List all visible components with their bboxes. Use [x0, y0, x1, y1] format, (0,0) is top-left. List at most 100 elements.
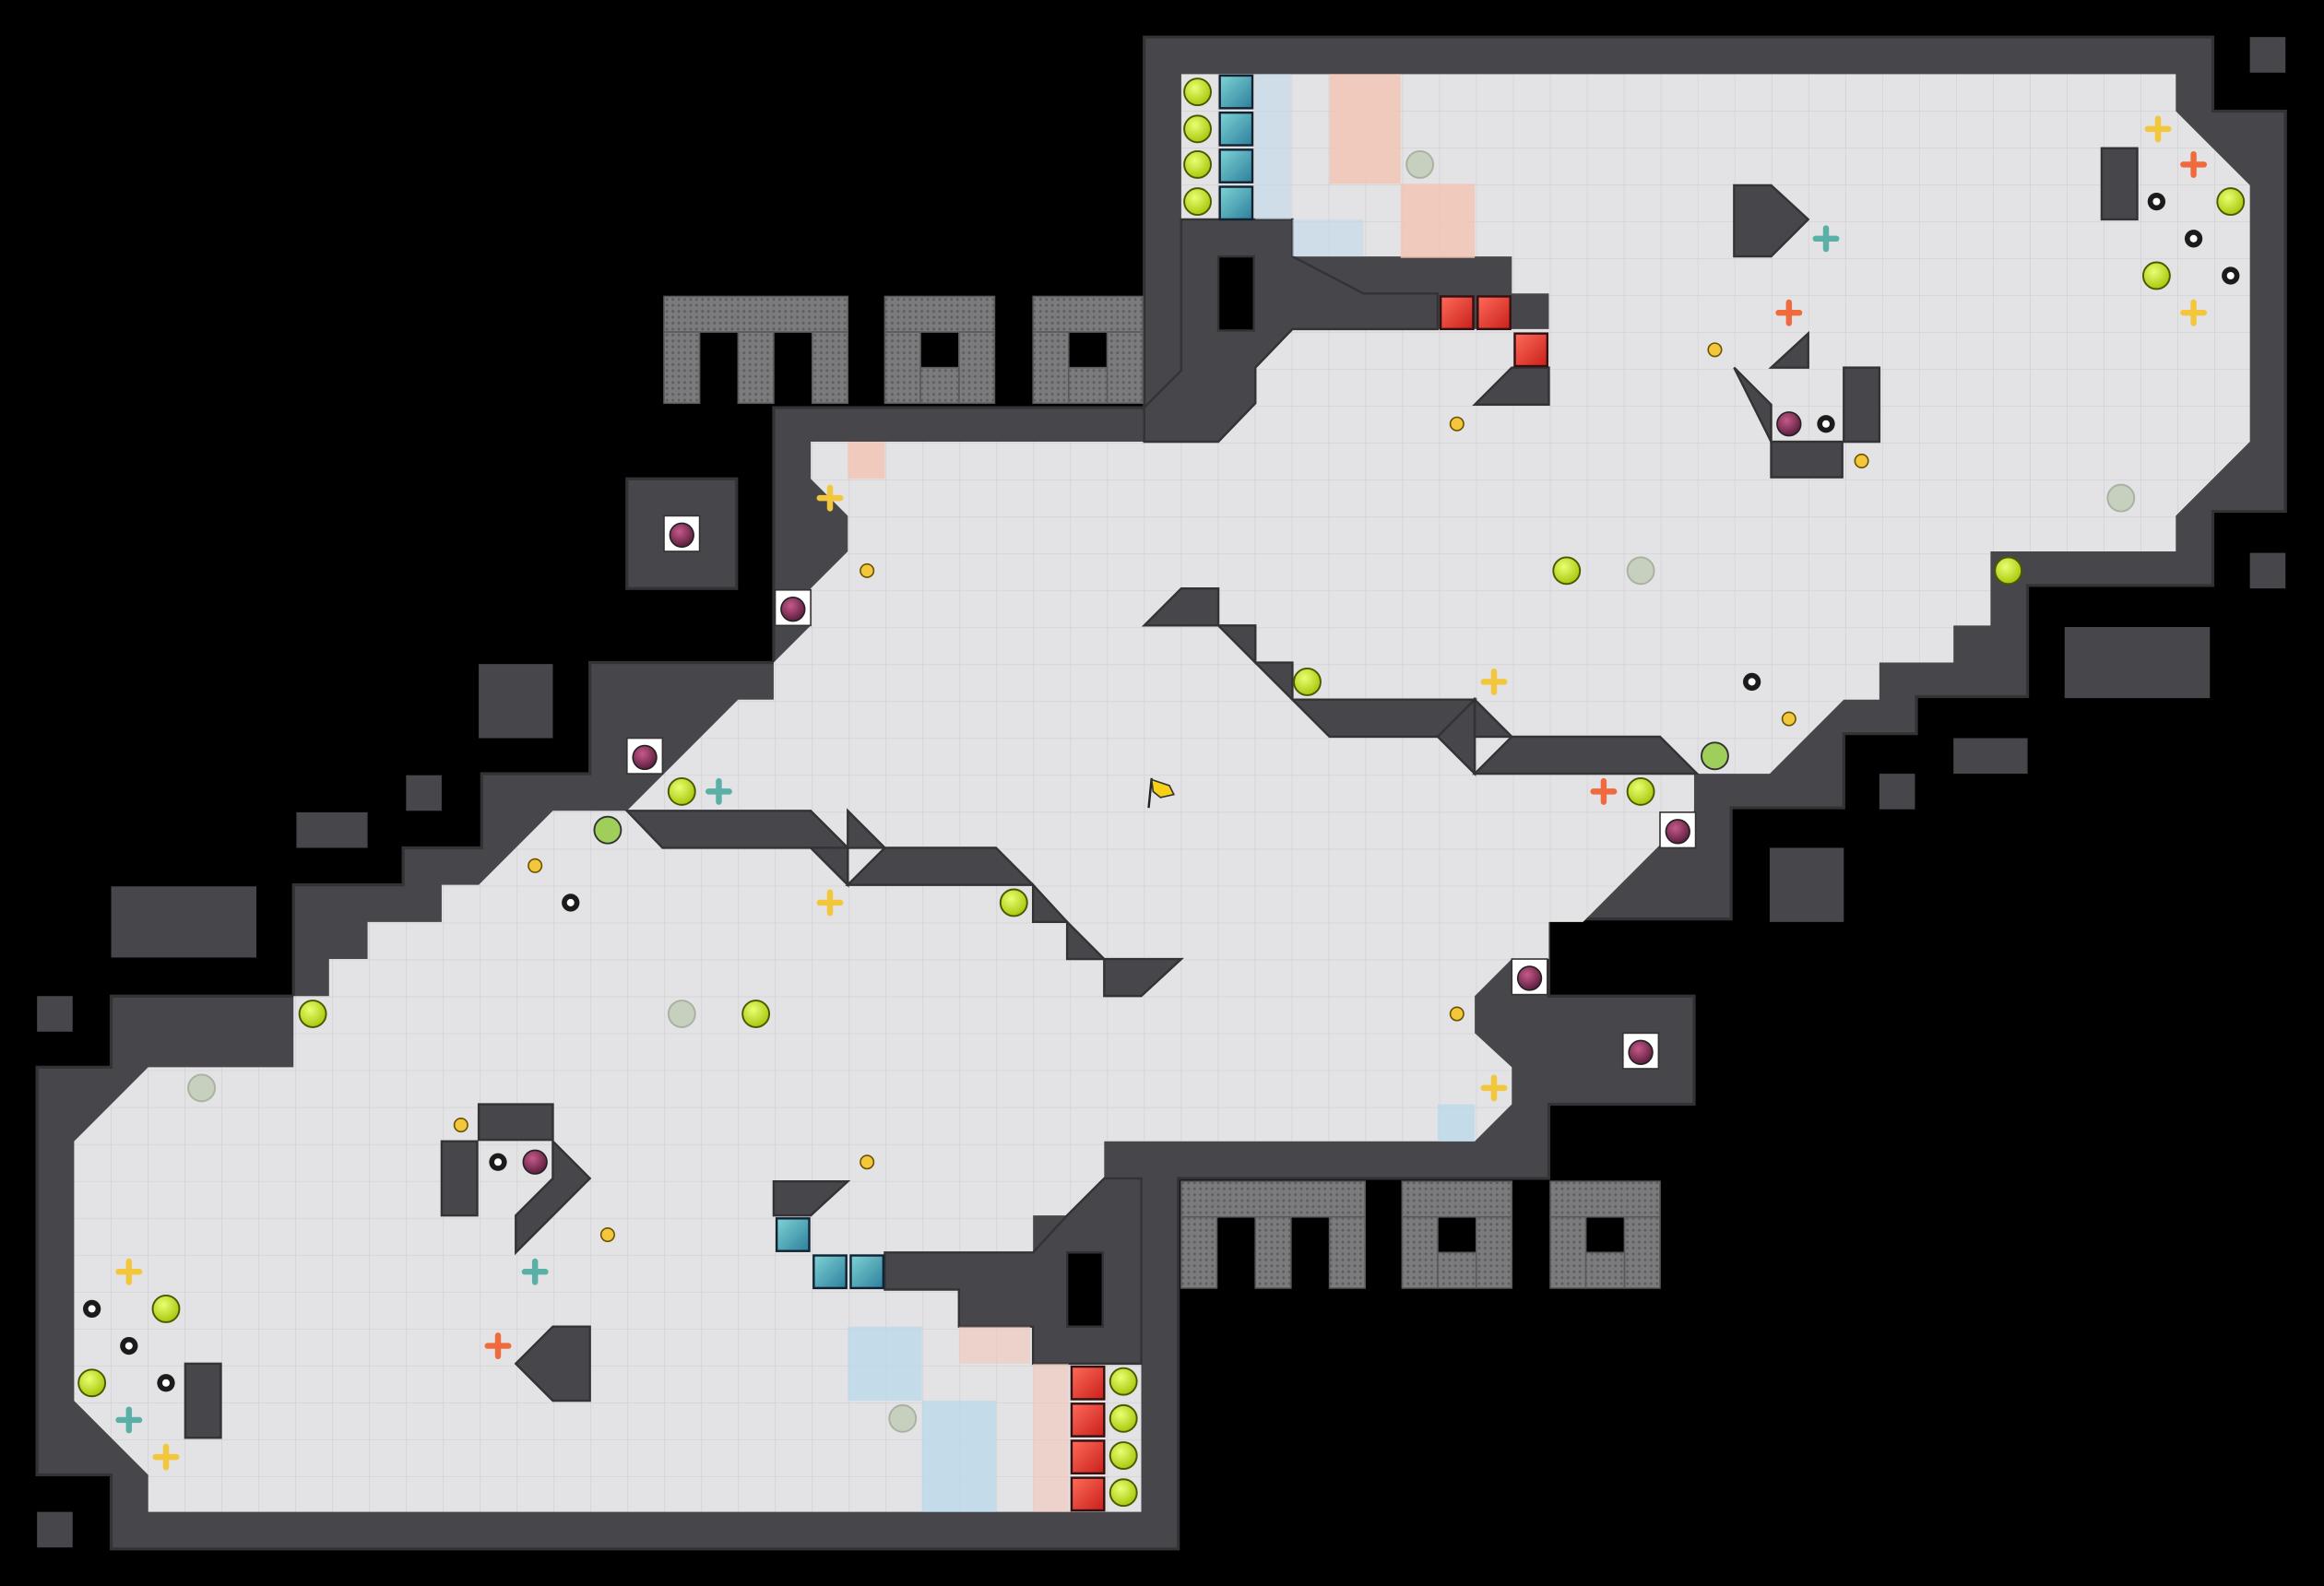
team-boost-pads: [593, 741, 1729, 845]
diag-wall: [623, 810, 851, 849]
diag-wall: [847, 808, 888, 849]
team-boost-pad-icon: [593, 815, 622, 845]
wall-block: [296, 811, 368, 848]
button-icon: [1449, 416, 1464, 432]
pillar-wall: [2100, 147, 2139, 221]
red-gate-icon: [1070, 1476, 1106, 1512]
wall-slot: [1065, 1251, 1104, 1328]
wall-block: [406, 775, 442, 811]
red-zone: [1033, 1363, 1069, 1512]
powerup-icon: [1812, 225, 1840, 253]
diag-wall: [1472, 735, 1701, 775]
red-gate-icon: [1513, 332, 1549, 368]
button-icon: [528, 858, 543, 873]
spike-icon: [83, 1299, 101, 1319]
diag-wall: [1103, 957, 1184, 998]
pillar-wall: [184, 1362, 222, 1439]
powerup-icon: [115, 1406, 143, 1434]
team-boost-pad-icon: [1701, 741, 1729, 771]
blue-gate-icon: [1218, 185, 1254, 221]
bomb-icon: [522, 1149, 548, 1175]
boost-pad-icon: [741, 1000, 771, 1028]
pillar-wall: [1843, 366, 1881, 444]
bracket-wall: [515, 1138, 592, 1256]
blue-zone: [848, 1326, 922, 1402]
wall-slot: [1216, 254, 1255, 332]
boost-pad-icon: [1183, 149, 1212, 179]
red-gate-icon: [1070, 1439, 1106, 1475]
powerup-icon: [1480, 1074, 1508, 1102]
boost-pad-icon: [1183, 114, 1212, 144]
bracket-wall: [1733, 330, 1809, 443]
buttons: [453, 342, 1869, 1243]
wall-block: [37, 1511, 73, 1548]
gate-blocks-bottom: [1180, 1180, 1661, 1289]
diag-wall: [1472, 366, 1550, 407]
boost-pad-icon: [1109, 1478, 1138, 1508]
red-gate-icon: [1476, 295, 1512, 331]
boost-pads: [77, 77, 2246, 1508]
wedge-wall: [514, 1325, 591, 1403]
red-gate-icon: [1439, 295, 1475, 331]
wall-block: [2064, 626, 2211, 699]
powerup-icon: [2144, 115, 2172, 143]
powerup-icon: [2180, 299, 2208, 326]
boost-pad-icon: [1994, 556, 2023, 586]
red-zone: [1329, 74, 1401, 184]
powerup-icon: [152, 1443, 180, 1471]
neutral-flag-icon: [1147, 777, 1176, 809]
boost-pad-icon: [2141, 261, 2171, 290]
wall-block: [1879, 774, 1915, 810]
red-gates: [1070, 295, 1549, 1512]
bomb-icon: [1511, 958, 1548, 996]
boost-pad-icon: [1183, 187, 1212, 217]
wall-block: [479, 664, 553, 739]
boost-pad-icon: [1293, 668, 1322, 696]
diag-wall: [1252, 661, 1294, 703]
blue-zone: [921, 1401, 996, 1512]
diag-wall: [772, 1179, 851, 1217]
boost-pad-icon: [1109, 1403, 1138, 1433]
red-gate-icon: [1070, 1365, 1106, 1401]
spike-icon: [1743, 672, 1761, 692]
diag-wall: [1065, 918, 1108, 961]
inactive-boost-icon: [667, 1000, 696, 1028]
red-gate-icon: [1070, 1403, 1106, 1438]
red-zone: [958, 1326, 1030, 1364]
blue-zone: [1437, 1104, 1476, 1142]
wall-block: [1769, 847, 1844, 922]
inactive-boost-icon: [187, 1073, 216, 1103]
blue-zone: [1292, 219, 1364, 257]
spike-icon: [157, 1374, 175, 1392]
pillar-wall: [440, 1140, 479, 1217]
bar-wall: [1770, 440, 1844, 479]
spike-icon: [120, 1336, 138, 1355]
powerup-icon: [1480, 668, 1508, 695]
powerup-icon: [484, 1332, 512, 1360]
button-icon: [1854, 453, 1869, 468]
powerup-icon: [115, 1258, 143, 1285]
diag-wall: [1473, 696, 1515, 739]
spike-icon: [2222, 266, 2240, 285]
inactive-boost-icon: [2106, 483, 2136, 513]
boost-pad-icon: [1109, 1367, 1138, 1396]
red-zone: [848, 442, 885, 479]
blue-gate-icon: [849, 1254, 885, 1290]
wall-block: [1953, 738, 2028, 775]
red-zone: [1400, 183, 1476, 258]
spike-icon: [489, 1153, 507, 1171]
blue-gate-icon: [1218, 111, 1254, 147]
spike-icon: [2184, 230, 2203, 248]
boost-pad-icon: [2216, 187, 2246, 217]
diag-wall: [845, 846, 1037, 886]
button-icon: [599, 1226, 615, 1243]
powerups: [115, 115, 2208, 1471]
bomb-icon: [626, 737, 664, 775]
bombs: [522, 411, 1802, 1175]
boost-pad-icon: [77, 1368, 107, 1398]
blue-gate-icon: [812, 1254, 848, 1290]
powerup-icon: [816, 484, 844, 512]
button-icon: [860, 1154, 875, 1170]
